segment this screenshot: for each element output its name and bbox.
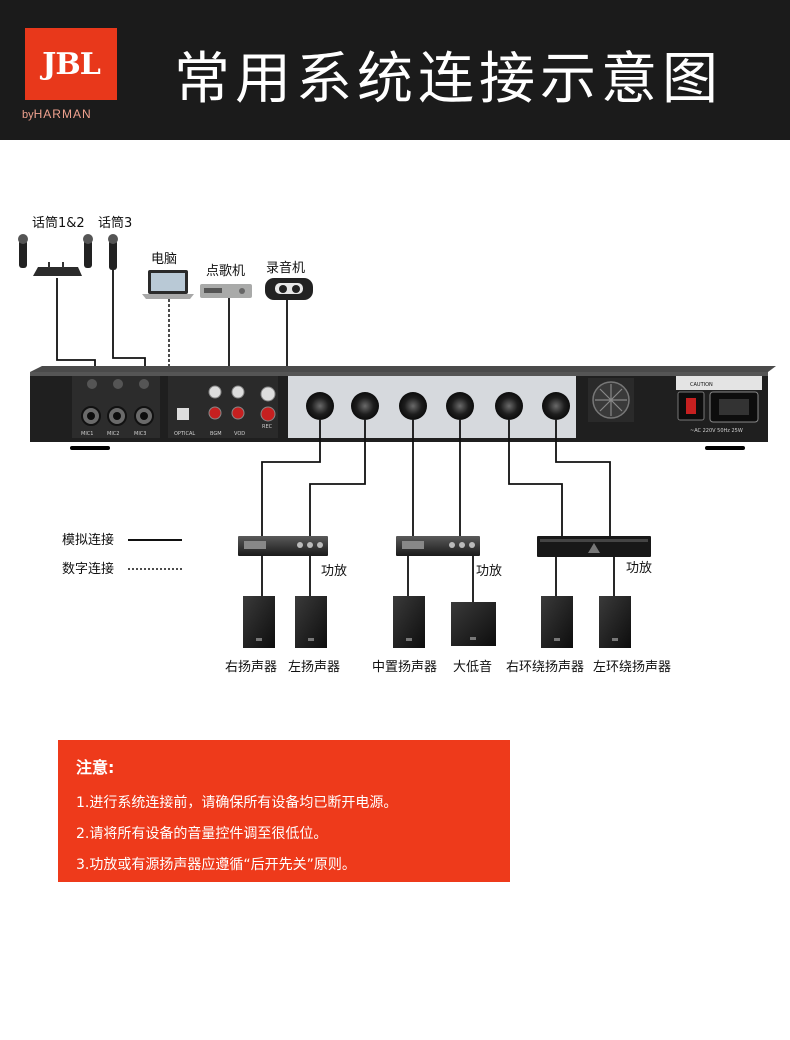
recorder-icon <box>265 278 313 300</box>
recorder-label: 录音机 <box>266 260 305 276</box>
speaker-cables <box>261 556 615 602</box>
laptop-icon <box>142 270 194 299</box>
speaker-left-icon <box>295 596 327 648</box>
speaker-center-icon <box>393 596 425 648</box>
speaker-label-right-surround: 右环绕扬声器 <box>506 660 584 675</box>
mic1-print: MIC1 <box>81 431 93 437</box>
amplifier-center-icon <box>396 536 480 556</box>
notice-title: 注意: <box>76 758 115 777</box>
wireless-microphone-set-icon <box>18 234 93 276</box>
speaker-right-icon <box>243 596 275 648</box>
optical-print: OPTICAL <box>174 431 195 437</box>
notice-box: 注意: 1.进行系统连接前，请确保所有设备均已断开电源。 2.请将所有设备的音量… <box>58 740 510 882</box>
handheld-microphone-icon <box>108 234 118 270</box>
speaker-label-right: 右扬声器 <box>225 660 277 675</box>
connection-diagram: 话筒1&2 话筒3 电脑 点歌机 录音机 <box>18 215 776 675</box>
page-title: 常用系统连接示意图 <box>174 47 723 112</box>
legend-analog-label: 模拟连接 <box>62 532 114 548</box>
computer-label: 电脑 <box>151 252 177 267</box>
notice-line-1: 1.进行系统连接前，请确保所有设备均已断开电源。 <box>76 795 398 811</box>
speaker-label-center: 中置扬声器 <box>372 660 437 675</box>
jbl-logo: JBL byHARMAN <box>22 28 120 124</box>
subwoofer-icon <box>451 602 496 646</box>
notice-line-2: 2.请将所有设备的音量控件调至很低位。 <box>76 826 328 842</box>
legend-digital-label: 数字连接 <box>62 561 114 577</box>
mic2-print: MIC2 <box>107 431 119 437</box>
jbl-logo-box: JBL <box>25 28 117 100</box>
speaker-label-left: 左扬声器 <box>288 660 340 675</box>
speaker-label-left-surround: 左环绕扬声器 <box>593 660 671 675</box>
amp-label-center: 功放 <box>476 564 502 579</box>
rec-print: REC <box>262 424 273 430</box>
amp-label-surround: 功放 <box>626 561 652 576</box>
mic-single-label: 话筒3 <box>98 215 132 231</box>
processor-rear-panel <box>30 366 776 450</box>
amp-label-front: 功放 <box>321 564 347 579</box>
speaker-left-surround-icon <box>599 596 631 648</box>
mic3-print: MIC3 <box>134 431 146 437</box>
output-cables <box>261 420 611 538</box>
caution-print: CAUTION <box>690 382 713 388</box>
karaoke-player-icon <box>200 284 252 298</box>
vod-print: VOD <box>234 431 245 437</box>
amplifier-surround-icon <box>537 536 651 557</box>
harman-byline: byHARMAN <box>22 107 120 121</box>
amplifier-front-icon <box>238 536 328 556</box>
logo-by-text: by <box>22 109 34 121</box>
karaoke-label: 点歌机 <box>206 264 245 279</box>
notice-line-3: 3.功放或有源扬声器应遵循“后开先关”原则。 <box>76 857 356 873</box>
harman-text: HARMAN <box>33 107 92 121</box>
power-rating-print: ~AC 220V 50Hz 25W <box>690 428 743 434</box>
speaker-right-surround-icon <box>541 596 573 648</box>
jbl-logo-text: JBL <box>42 46 101 82</box>
header-banner: JBL byHARMAN 常用系统连接示意图 <box>0 0 790 140</box>
panel-print: MIC1 MIC2 MIC3 OPTICAL BGM VOD REC CAUTI… <box>81 382 743 437</box>
bgm-print: BGM <box>210 431 222 437</box>
mic-pair-label: 话筒1&2 <box>32 215 85 231</box>
speaker-label-subwoofer: 大低音 <box>453 659 492 675</box>
